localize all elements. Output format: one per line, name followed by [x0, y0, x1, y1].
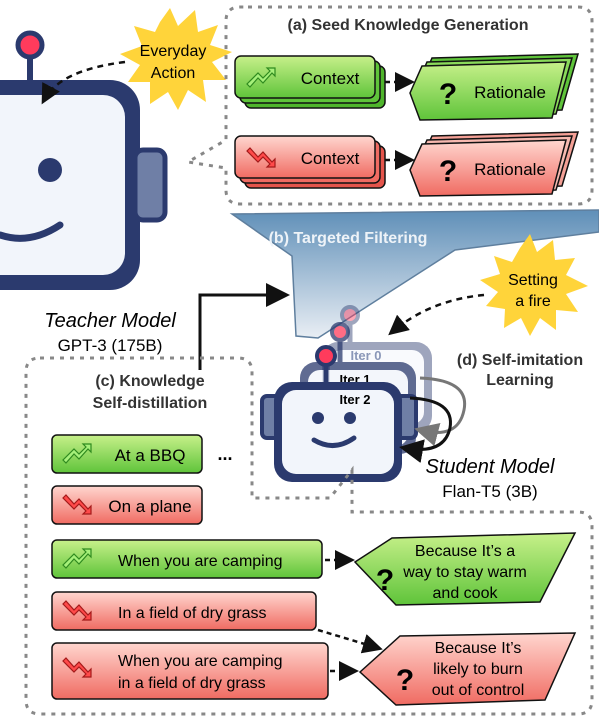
rationale-negative: ? Because It’s likely to burn out of con…: [358, 632, 577, 706]
seed-positive-rationale-label: Rationale: [474, 83, 546, 102]
teacher-model-subtitle: GPT-3 (175B): [58, 336, 163, 355]
distill-item-positive: At a BBQ: [51, 434, 203, 474]
seed-negative-rationale: ? Rationale: [409, 131, 580, 197]
burst-to-teacher-arrow: [41, 60, 126, 105]
distill-item-negative: On a plane: [51, 485, 203, 525]
rationale-negative-line3: out of control: [432, 682, 525, 699]
teacher-to-funnel-arrow: [198, 283, 290, 370]
question-mark-icon: ?: [439, 78, 457, 111]
everyday-action-line1: Everyday: [140, 43, 207, 60]
dry-grass-to-rationale-arrow: [317, 628, 383, 654]
seed-negative-rationale-label: Rationale: [474, 160, 546, 179]
ellipsis: ...: [217, 444, 232, 464]
everyday-action-line2: Action: [151, 65, 195, 82]
setting-fire-burst: [480, 234, 588, 336]
student-robot-iter2: [260, 345, 418, 482]
question-mark-icon: ?: [439, 155, 457, 188]
burst-to-student-arrow: [388, 293, 485, 336]
teacher-model-title: Teacher Model: [44, 310, 176, 332]
example-combined-line1: When you are camping: [118, 653, 283, 670]
everyday-action-burst: [120, 8, 232, 110]
self-imitation-title-line2: Learning: [486, 372, 554, 389]
rationale-negative-line2: likely to burn: [433, 661, 523, 678]
example-negative-combined: When you are camping in a field of dry g…: [51, 642, 329, 700]
filtering-funnel: [229, 209, 599, 339]
rationale-positive-line3: and cook: [433, 585, 499, 602]
rationale-negative-line1: Because It’s: [435, 640, 522, 657]
filtering-title: (b) Targeted Filtering: [269, 230, 428, 247]
self-distillation-title-line2: Self-distillation: [93, 395, 208, 412]
teacher-robot: [0, 30, 168, 290]
seed-generation-panel: [183, 5, 594, 206]
question-mark-icon: ?: [396, 664, 414, 697]
setting-fire-line2: a fire: [515, 293, 551, 310]
iter0-label: Iter 0: [350, 348, 381, 363]
self-imitation-loop-outer: [414, 376, 467, 447]
setting-fire-line1: Setting: [508, 272, 558, 289]
student-model-title: Student Model: [426, 456, 556, 478]
rationale-positive-line2: way to stay warm: [402, 564, 527, 581]
self-distillation-panel: [24, 356, 594, 716]
self-imitation-loop-inner: [399, 396, 452, 463]
student-model-subtitle: Flan-T5 (3B): [442, 482, 537, 501]
distill-item-positive-label: At a BBQ: [115, 446, 186, 465]
example-combined-line2: in a field of dry grass: [118, 675, 266, 692]
rationale-positive-line1: Because It’s a: [415, 543, 515, 560]
question-mark-icon: ?: [376, 564, 394, 597]
seed-positive-context-label: Context: [301, 69, 360, 88]
example-camping-label: When you are camping: [118, 553, 283, 570]
seed-positive-rationale: ? Rationale: [409, 53, 580, 121]
iter2-label: Iter 2: [339, 392, 370, 407]
seed-negative-context: Context: [234, 135, 386, 189]
example-negative-dry-grass: In a field of dry grass: [51, 591, 317, 631]
self-imitation-title-line1: (d) Self-imitation: [457, 352, 583, 369]
seed-positive-context: Context: [234, 55, 386, 109]
rationale-positive: ? Because It’s a way to stay warm and co…: [353, 532, 577, 606]
example-positive-camping: When you are camping: [51, 539, 323, 579]
self-distillation-title-line1: (c) Knowledge: [95, 373, 204, 390]
seed-negative-context-label: Context: [301, 149, 360, 168]
example-dry-grass-label: In a field of dry grass: [118, 605, 267, 622]
distill-item-negative-label: On a plane: [108, 497, 191, 516]
seed-generation-title: (a) Seed Knowledge Generation: [288, 17, 529, 34]
